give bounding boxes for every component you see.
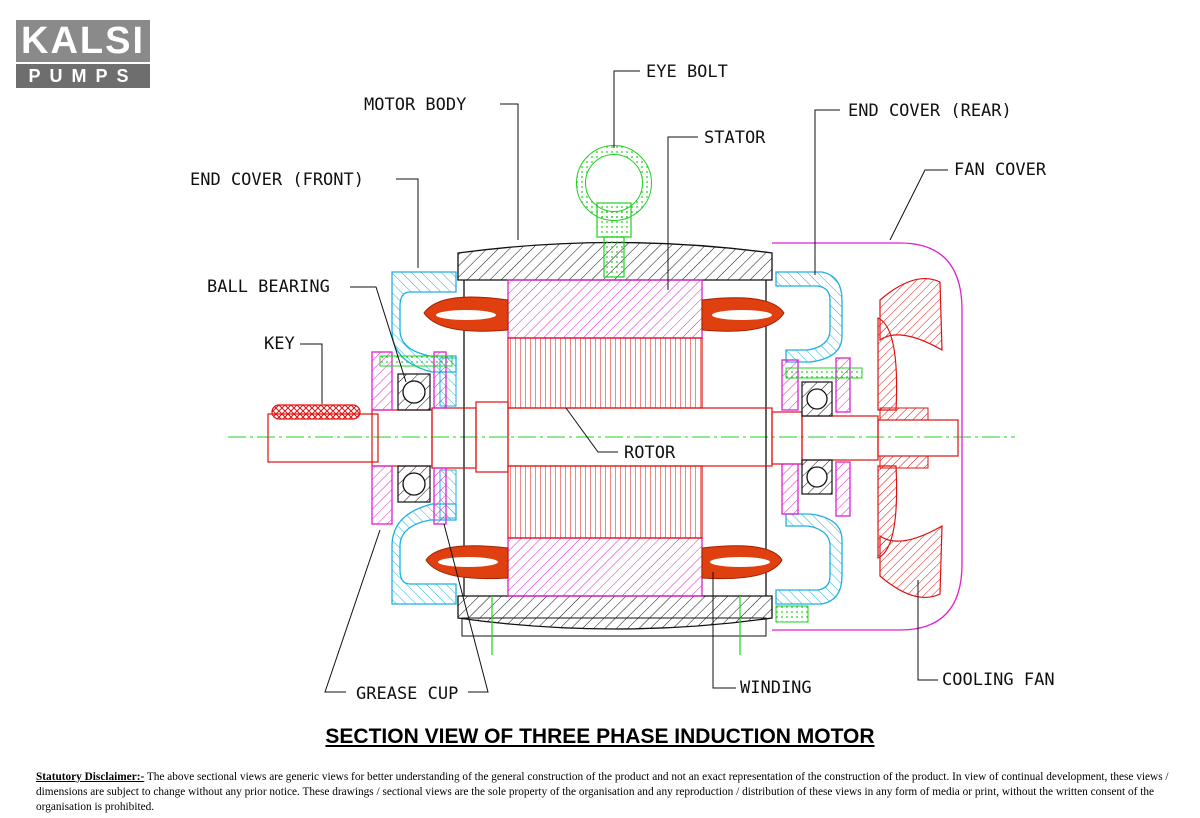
grease-cup-front-part — [371, 351, 447, 525]
ball-bearing-rear-part — [801, 381, 833, 495]
leader-cooling-fan — [917, 580, 938, 681]
label-grease-cup: GREASE CUP — [356, 684, 458, 704]
label-rotor: ROTOR — [624, 443, 676, 463]
leader-ball-bearing — [350, 286, 407, 383]
label-end-cover-front: END COVER (FRONT) — [190, 170, 364, 190]
label-eye-bolt: EYE BOLT — [646, 62, 728, 82]
end-cover-rear-part — [775, 271, 843, 605]
disclaimer-heading: Statutory Disclaimer:- — [36, 771, 145, 783]
label-end-cover-rear: END COVER (REAR) — [848, 101, 1012, 121]
label-key: KEY — [264, 334, 295, 354]
cooling-fan-part — [877, 278, 943, 598]
kalsi-pumps-logo: KALSI PUMPS — [16, 20, 150, 88]
leader-grease-cup-right — [443, 523, 489, 693]
label-stator: STATOR — [704, 128, 766, 148]
rear-foot-bolt-part — [775, 605, 809, 623]
diagram-title: SECTION VIEW OF THREE PHASE INDUCTION MO… — [325, 725, 875, 748]
rotor-part — [507, 337, 703, 539]
logo-pumps: PUMPS — [16, 64, 150, 88]
key-part — [271, 404, 361, 420]
logo-kalsi: KALSI — [16, 20, 150, 62]
stator-part — [507, 279, 703, 597]
leader-winding — [712, 572, 736, 689]
leader-key — [300, 343, 323, 404]
eye-bolt-part — [576, 145, 652, 278]
leader-fan-cover — [889, 169, 948, 241]
rear-bolt-part — [785, 367, 863, 379]
leader-rotor — [565, 407, 618, 453]
leader-grease-cup-left — [324, 529, 381, 693]
leader-end-cover-rear — [814, 109, 840, 275]
leader-stator — [667, 136, 698, 290]
front-bolt-part — [379, 355, 453, 367]
label-winding: WINDING — [740, 678, 812, 698]
label-ball-bearing: BALL BEARING — [207, 277, 330, 297]
leader-motor-body — [500, 103, 519, 240]
label-cooling-fan: COOLING FAN — [942, 670, 1055, 690]
disclaimer-text: The above sectional views are generic vi… — [36, 771, 1169, 813]
statutory-disclaimer: Statutory Disclaimer:- The above section… — [36, 770, 1176, 815]
label-motor-body: MOTOR BODY — [364, 95, 466, 115]
fan-cover-part — [772, 242, 963, 631]
label-fan-cover: FAN COVER — [954, 160, 1047, 180]
leader-end-cover-front — [396, 178, 419, 268]
ball-bearing-front-part — [397, 373, 431, 503]
leader-eye-bolt — [613, 70, 640, 148]
